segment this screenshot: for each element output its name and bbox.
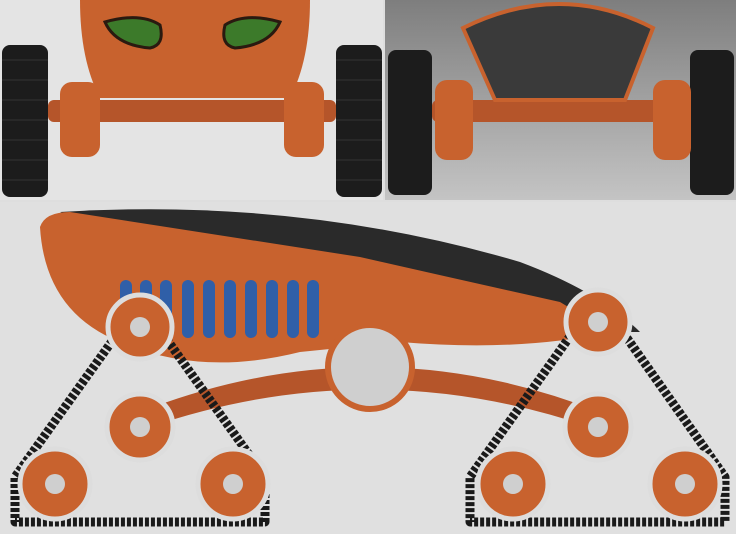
side-view-panel (0, 202, 736, 534)
right-track (465, 292, 730, 527)
axle (48, 100, 336, 122)
swing-arm (140, 367, 600, 427)
body-shell (80, 0, 310, 98)
left-track (10, 297, 270, 527)
left-wheel (2, 45, 48, 197)
right-wheel (336, 45, 382, 197)
rear-view-panel (385, 0, 736, 200)
front-view-panel (0, 0, 383, 200)
center-hub (325, 322, 415, 412)
